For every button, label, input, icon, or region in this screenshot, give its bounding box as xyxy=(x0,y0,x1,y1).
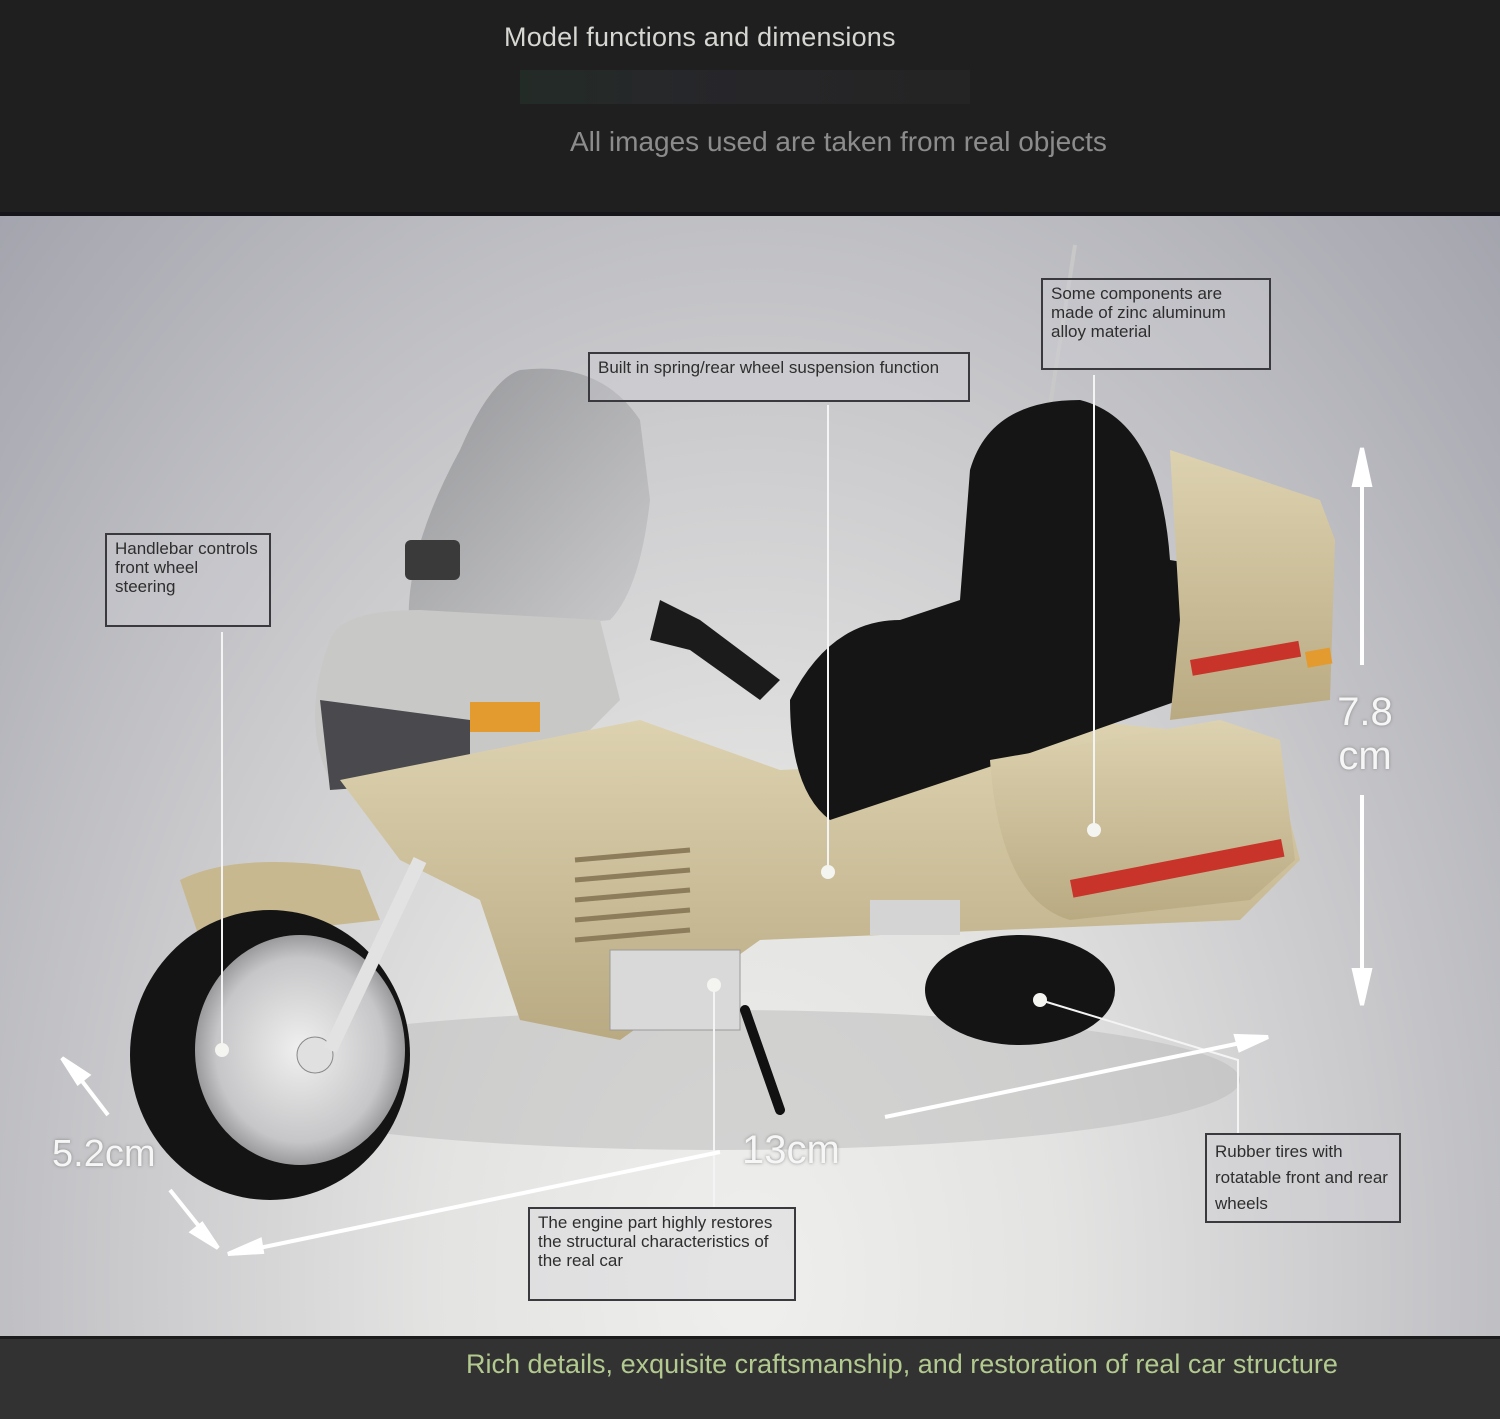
divider xyxy=(0,212,1500,216)
vent-grille xyxy=(405,540,460,580)
callout-handlebar: Handlebar controls front wheel steering xyxy=(105,533,271,627)
callout-engine: The engine part highly restores the stru… xyxy=(528,1207,796,1301)
side-grille xyxy=(574,847,691,943)
engine-block xyxy=(609,949,741,1031)
saddlebag xyxy=(990,720,1295,920)
handlebar xyxy=(650,600,780,700)
callout-material: Some components are made of zinc aluminu… xyxy=(1041,278,1271,370)
dimension-arrows xyxy=(60,447,1373,1256)
windshield xyxy=(408,368,650,640)
page-title: Model functions and dimensions xyxy=(504,22,896,52)
trunk-light xyxy=(1305,647,1333,668)
saddlebag-stripe xyxy=(1070,838,1285,898)
leader-lines xyxy=(221,375,1239,1207)
turn-signal xyxy=(470,702,540,732)
page-subtitle: All images used are taken from real obje… xyxy=(570,126,1107,157)
front-fork xyxy=(323,857,427,1053)
header-decoration xyxy=(520,70,970,104)
callout-suspension: Built in spring/rear wheel suspension fu… xyxy=(588,352,970,402)
header-banner: Model functions and dimensions All image… xyxy=(0,0,1500,212)
trunk-stripe xyxy=(1190,640,1302,676)
footer-banner: Rich details, exquisite craftsmanship, a… xyxy=(0,1336,1500,1419)
width-dimension: 5.2cm xyxy=(52,1133,156,1175)
footrest xyxy=(870,900,960,935)
top-box xyxy=(1170,450,1335,720)
height-value: 7.8 xyxy=(1337,690,1393,734)
footer-tagline: Rich details, exquisite craftsmanship, a… xyxy=(466,1349,1338,1379)
height-unit: cm xyxy=(1338,734,1392,778)
leader-dots xyxy=(215,823,1101,1057)
kickstand xyxy=(740,1005,785,1115)
height-dimension: 7.8 cm xyxy=(1325,690,1405,778)
callout-tires: Rubber tires with rotatable front and re… xyxy=(1205,1133,1401,1223)
seat xyxy=(790,400,1230,820)
length-dimension: 13cm xyxy=(742,1128,840,1172)
ground-shadow xyxy=(200,1010,1240,1150)
rear-wheel xyxy=(925,935,1115,1045)
